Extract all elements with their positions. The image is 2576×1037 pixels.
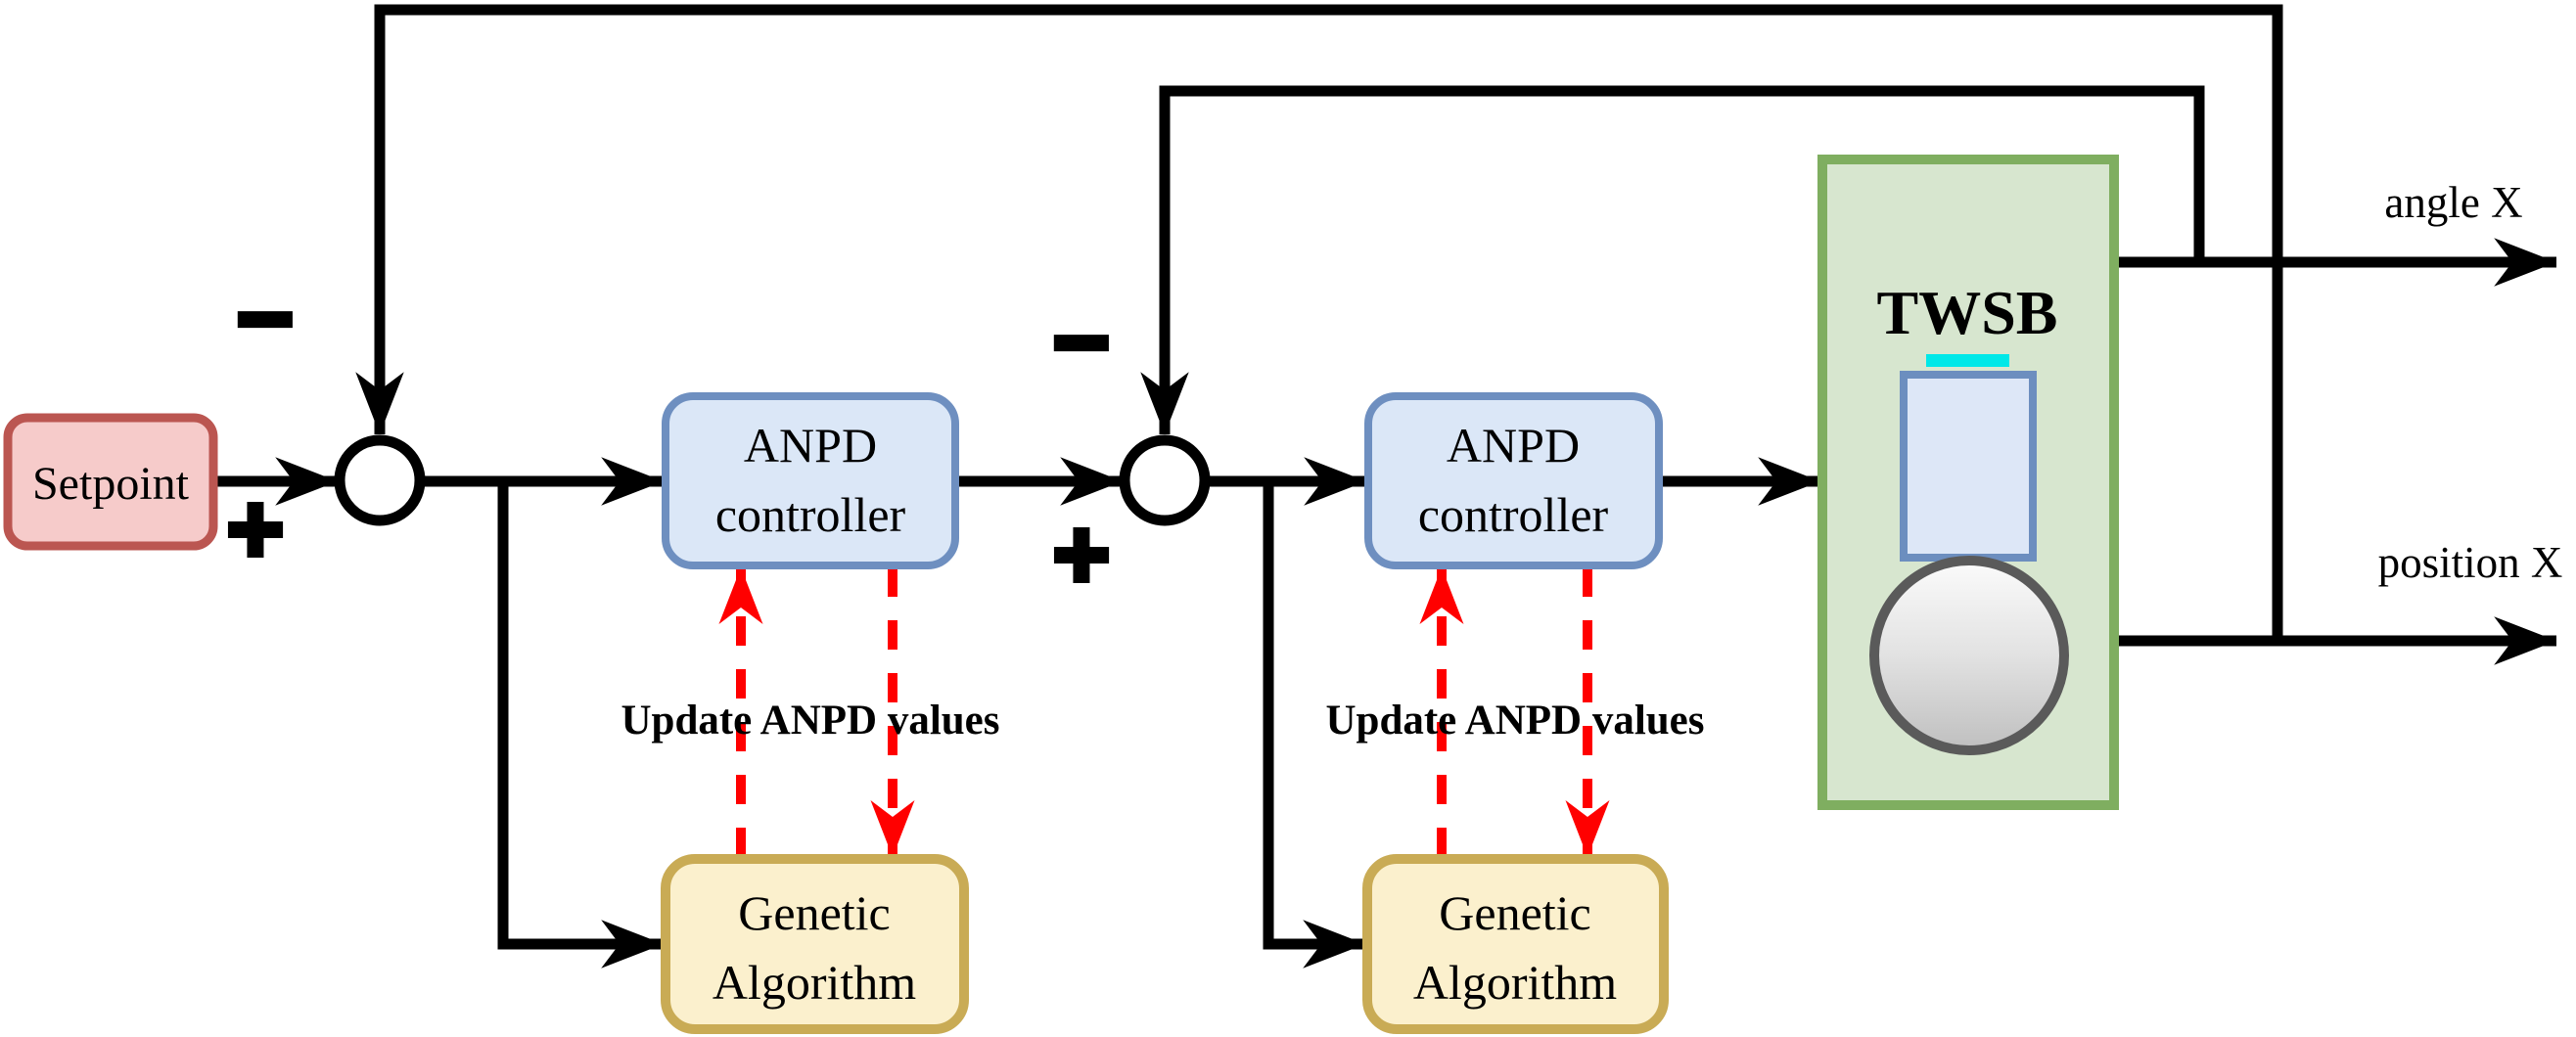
anpd-controller-2-label-line1: ANPD <box>1447 418 1580 473</box>
update-values-label-1: Update ANPD values <box>621 698 999 744</box>
genetic-algorithm-2-label-line2: Algorithm <box>1413 955 1617 1010</box>
sensor-bar <box>1926 354 2009 367</box>
robot-body <box>1900 371 2037 562</box>
setpoint-label: Setpoint <box>32 458 190 510</box>
wire-branch1-to-ga1 <box>497 481 664 969</box>
anpd-controller-1-block: ANPD controller <box>662 392 959 569</box>
genetic-algorithm-1-label-line1: Genetic <box>738 885 890 940</box>
angle-x-label: angle X <box>2384 178 2522 227</box>
robot-wheel <box>1869 556 2069 755</box>
sum1-minus-sign: − <box>237 264 294 374</box>
setpoint-box <box>3 413 218 551</box>
position-x-label: position X <box>2378 538 2563 587</box>
wire-feedback-angle-to-sum2 <box>1140 85 2205 434</box>
anpd-controller-2-block: ANPD controller <box>1364 392 1663 569</box>
sum-junction-2 <box>1119 434 1211 526</box>
sum1-plus-sign: + <box>227 474 284 584</box>
genetic-algorithm-1-box <box>661 854 969 1034</box>
sum-junction-1 <box>334 434 426 526</box>
anpd-controller-2-box <box>1364 392 1663 569</box>
genetic-algorithm-2-block: Genetic Algorithm <box>1362 854 1669 1034</box>
sum2-plus-sign: + <box>1053 500 1110 609</box>
anpd-controller-1-box <box>662 392 959 569</box>
sum2-minus-sign: − <box>1053 288 1110 397</box>
anpd-controller-1-label-line1: ANPD <box>744 418 877 473</box>
update-values-label-2: Update ANPD values <box>1325 698 1704 744</box>
genetic-algorithm-1-label-line2: Algorithm <box>713 955 916 1010</box>
twsb-label: TWSB <box>1877 278 2058 347</box>
anpd-controller-1-label-line2: controller <box>715 487 906 542</box>
setpoint-block: Setpoint <box>3 413 218 551</box>
wire-branch2-to-ga2 <box>1263 481 1365 969</box>
genetic-algorithm-1-block: Genetic Algorithm <box>661 854 969 1034</box>
anpd-controller-2-label-line2: controller <box>1418 487 1609 542</box>
twsb-plant-block: TWSB <box>1817 155 2119 810</box>
genetic-algorithm-2-label-line1: Genetic <box>1439 885 1590 940</box>
wire-feedback-position-to-sum1 <box>355 4 2283 641</box>
genetic-algorithm-2-box <box>1362 854 1669 1034</box>
